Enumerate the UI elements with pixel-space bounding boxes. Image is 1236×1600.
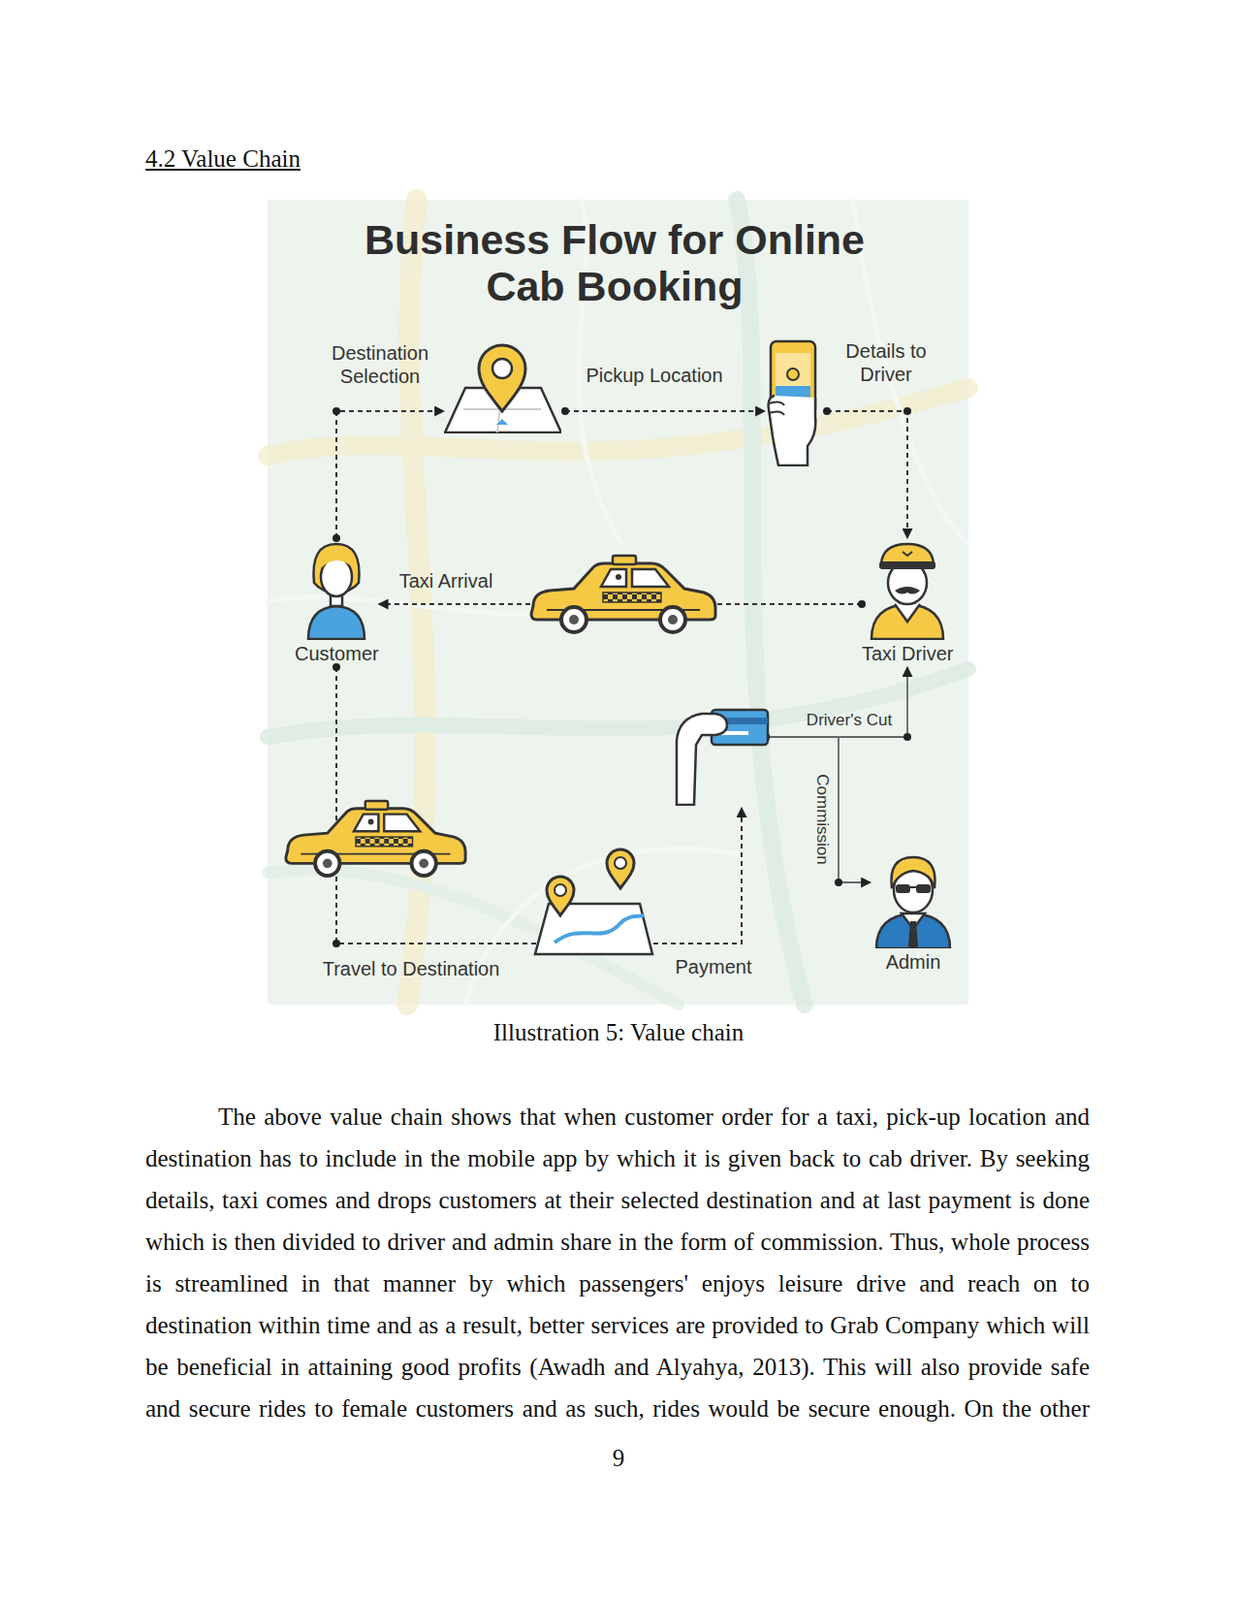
node-label: Admin xyxy=(872,948,954,974)
driver-icon xyxy=(863,538,951,640)
flow-connector xyxy=(336,411,444,539)
section-heading: 4.2 Value Chain xyxy=(145,145,301,173)
destination-map xyxy=(535,849,653,954)
flow-connector xyxy=(565,410,765,412)
flow-dot xyxy=(823,407,831,415)
node-label: Destination Selection xyxy=(321,341,439,388)
card-payment-hand: Payment xyxy=(672,703,770,806)
taxi-driver-figure: Taxi Driver xyxy=(861,538,953,666)
flow-dot xyxy=(857,600,866,608)
customer-figure: Customer xyxy=(294,538,380,666)
node-label: Customer xyxy=(294,639,380,666)
figure-caption: Illustration 5: Value chain xyxy=(327,1017,910,1047)
node-label: Payment xyxy=(675,954,753,979)
flow-dot xyxy=(834,878,843,887)
edge-label: Travel to Destination xyxy=(322,956,501,981)
phone-icon xyxy=(764,339,822,467)
admin-icon xyxy=(872,851,954,949)
edge-label: Commission xyxy=(812,773,832,865)
edge-label: Taxi Arrival xyxy=(399,569,494,593)
flow-dot xyxy=(332,663,341,671)
phone-in-hand: Details to Driver xyxy=(764,339,822,467)
diagram-title: Business Flow for Online Cab Booking xyxy=(343,216,887,310)
flow-dot xyxy=(561,407,570,415)
flow-dot xyxy=(903,732,912,741)
flow-connector xyxy=(826,411,908,539)
node-label: Details to Driver xyxy=(832,339,940,386)
edge-label: Pickup Location xyxy=(585,363,723,387)
flow-dot xyxy=(332,407,341,415)
image-ground xyxy=(267,199,969,1005)
body-paragraph: The above value chain shows that when cu… xyxy=(145,1095,1090,1429)
taxi-arrival-car xyxy=(531,555,716,633)
flow-connector xyxy=(765,736,871,883)
flow-dot xyxy=(332,939,341,948)
page-number: 9 xyxy=(570,1443,667,1473)
pinmap-icon xyxy=(443,341,562,434)
destination-pin-map: Destination Selection xyxy=(443,341,562,434)
flow-connector xyxy=(336,666,742,944)
travel-taxi xyxy=(285,800,466,876)
admin-figure: Admin xyxy=(872,851,954,974)
flow-dot xyxy=(332,534,341,542)
edge-label: Driver's Cut xyxy=(806,710,892,730)
node-label: Taxi Driver xyxy=(861,639,953,666)
flow-connector xyxy=(765,666,908,737)
flow-dot xyxy=(903,407,912,415)
map-roads xyxy=(267,199,969,1005)
card-icon xyxy=(672,703,770,806)
customer-icon xyxy=(302,538,371,640)
